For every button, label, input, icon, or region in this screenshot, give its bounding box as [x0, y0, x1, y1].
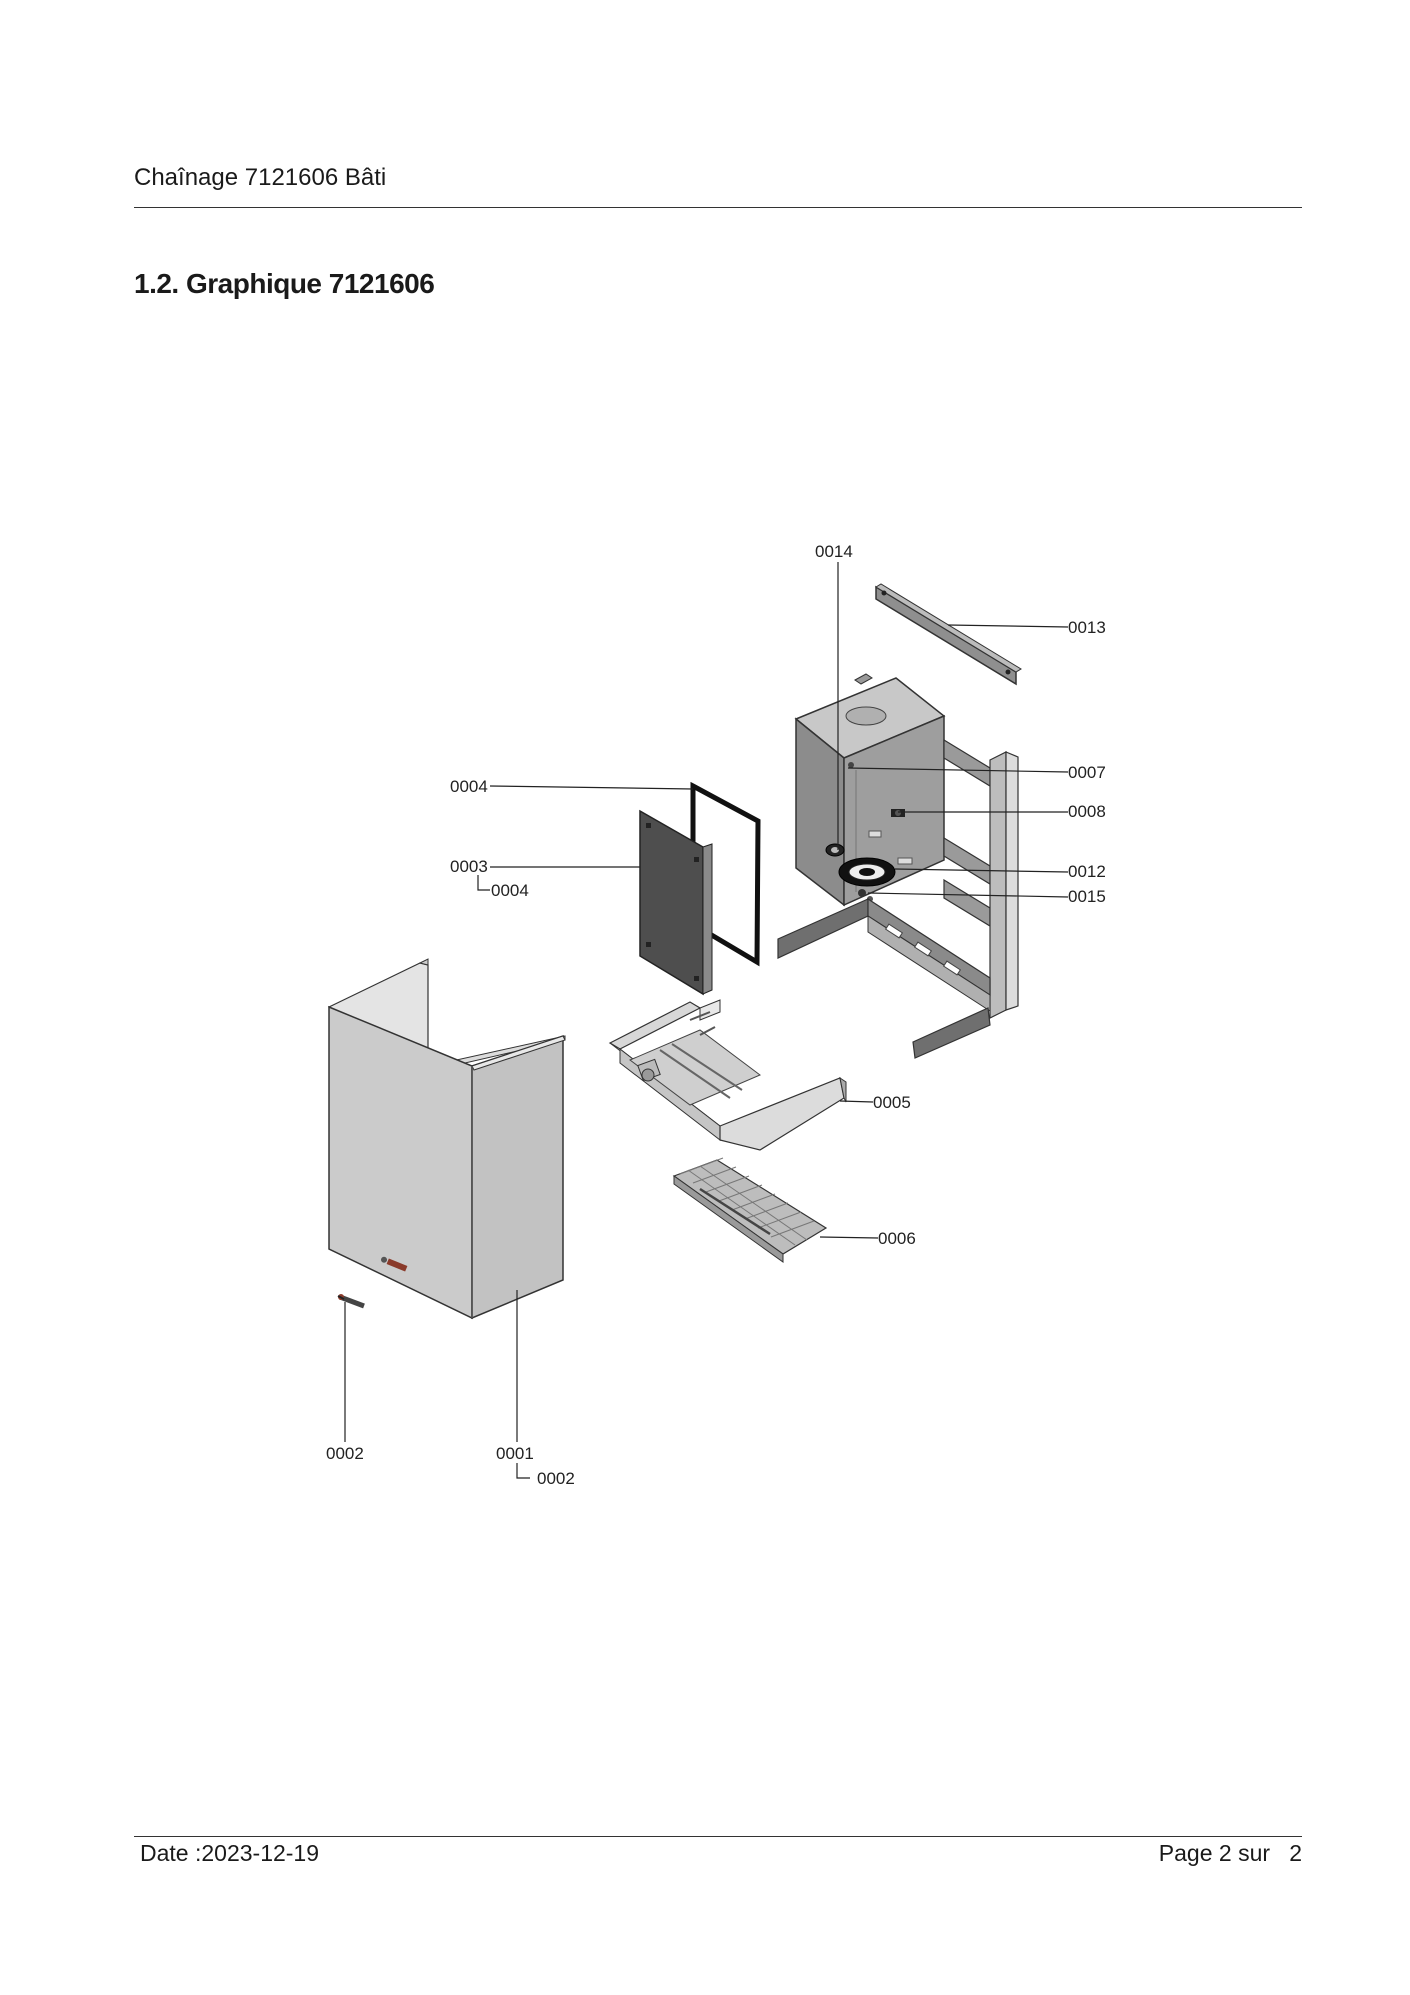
callout-0001-sub: 0002 — [537, 1469, 575, 1488]
callout-0007: 0007 — [1068, 763, 1106, 782]
leader-lines — [344, 562, 1069, 1479]
callout-0003-sub: 0004 — [491, 881, 529, 900]
callout-0003: 0003 — [450, 857, 488, 876]
callout-0006: 0006 — [878, 1229, 916, 1248]
callout-0001: 0001 — [496, 1444, 534, 1463]
callout-0015: 0015 — [1068, 887, 1106, 906]
part-grille-0006 — [672, 1157, 828, 1263]
part-panel-0003 — [639, 809, 713, 996]
callout-0014: 0014 — [815, 542, 853, 561]
callout-0008: 0008 — [1068, 802, 1106, 821]
callout-0005: 0005 — [873, 1093, 911, 1112]
callout-0002: 0002 — [326, 1444, 364, 1463]
part-base-0005 — [608, 999, 847, 1151]
footer-page-number: Page 2 sur 2 — [1158, 1840, 1302, 1866]
section-title: 1.2. Graphique 7121606 — [134, 268, 435, 299]
footer-date: Date :2023-12-19 — [140, 1840, 320, 1866]
part-frame-box — [777, 673, 1019, 1059]
part-handle-0002 — [337, 1294, 365, 1309]
callout-0013: 0013 — [1068, 618, 1106, 637]
header-rule — [134, 207, 1302, 208]
part-casing-0001 — [327, 958, 566, 1320]
part-rear-rail-0013 — [875, 583, 1022, 686]
callout-0004: 0004 — [450, 777, 488, 796]
footer-rule — [134, 1836, 1302, 1837]
header-title: Chaînage 7121606 Bâti — [134, 164, 387, 191]
callout-0012: 0012 — [1068, 862, 1106, 881]
